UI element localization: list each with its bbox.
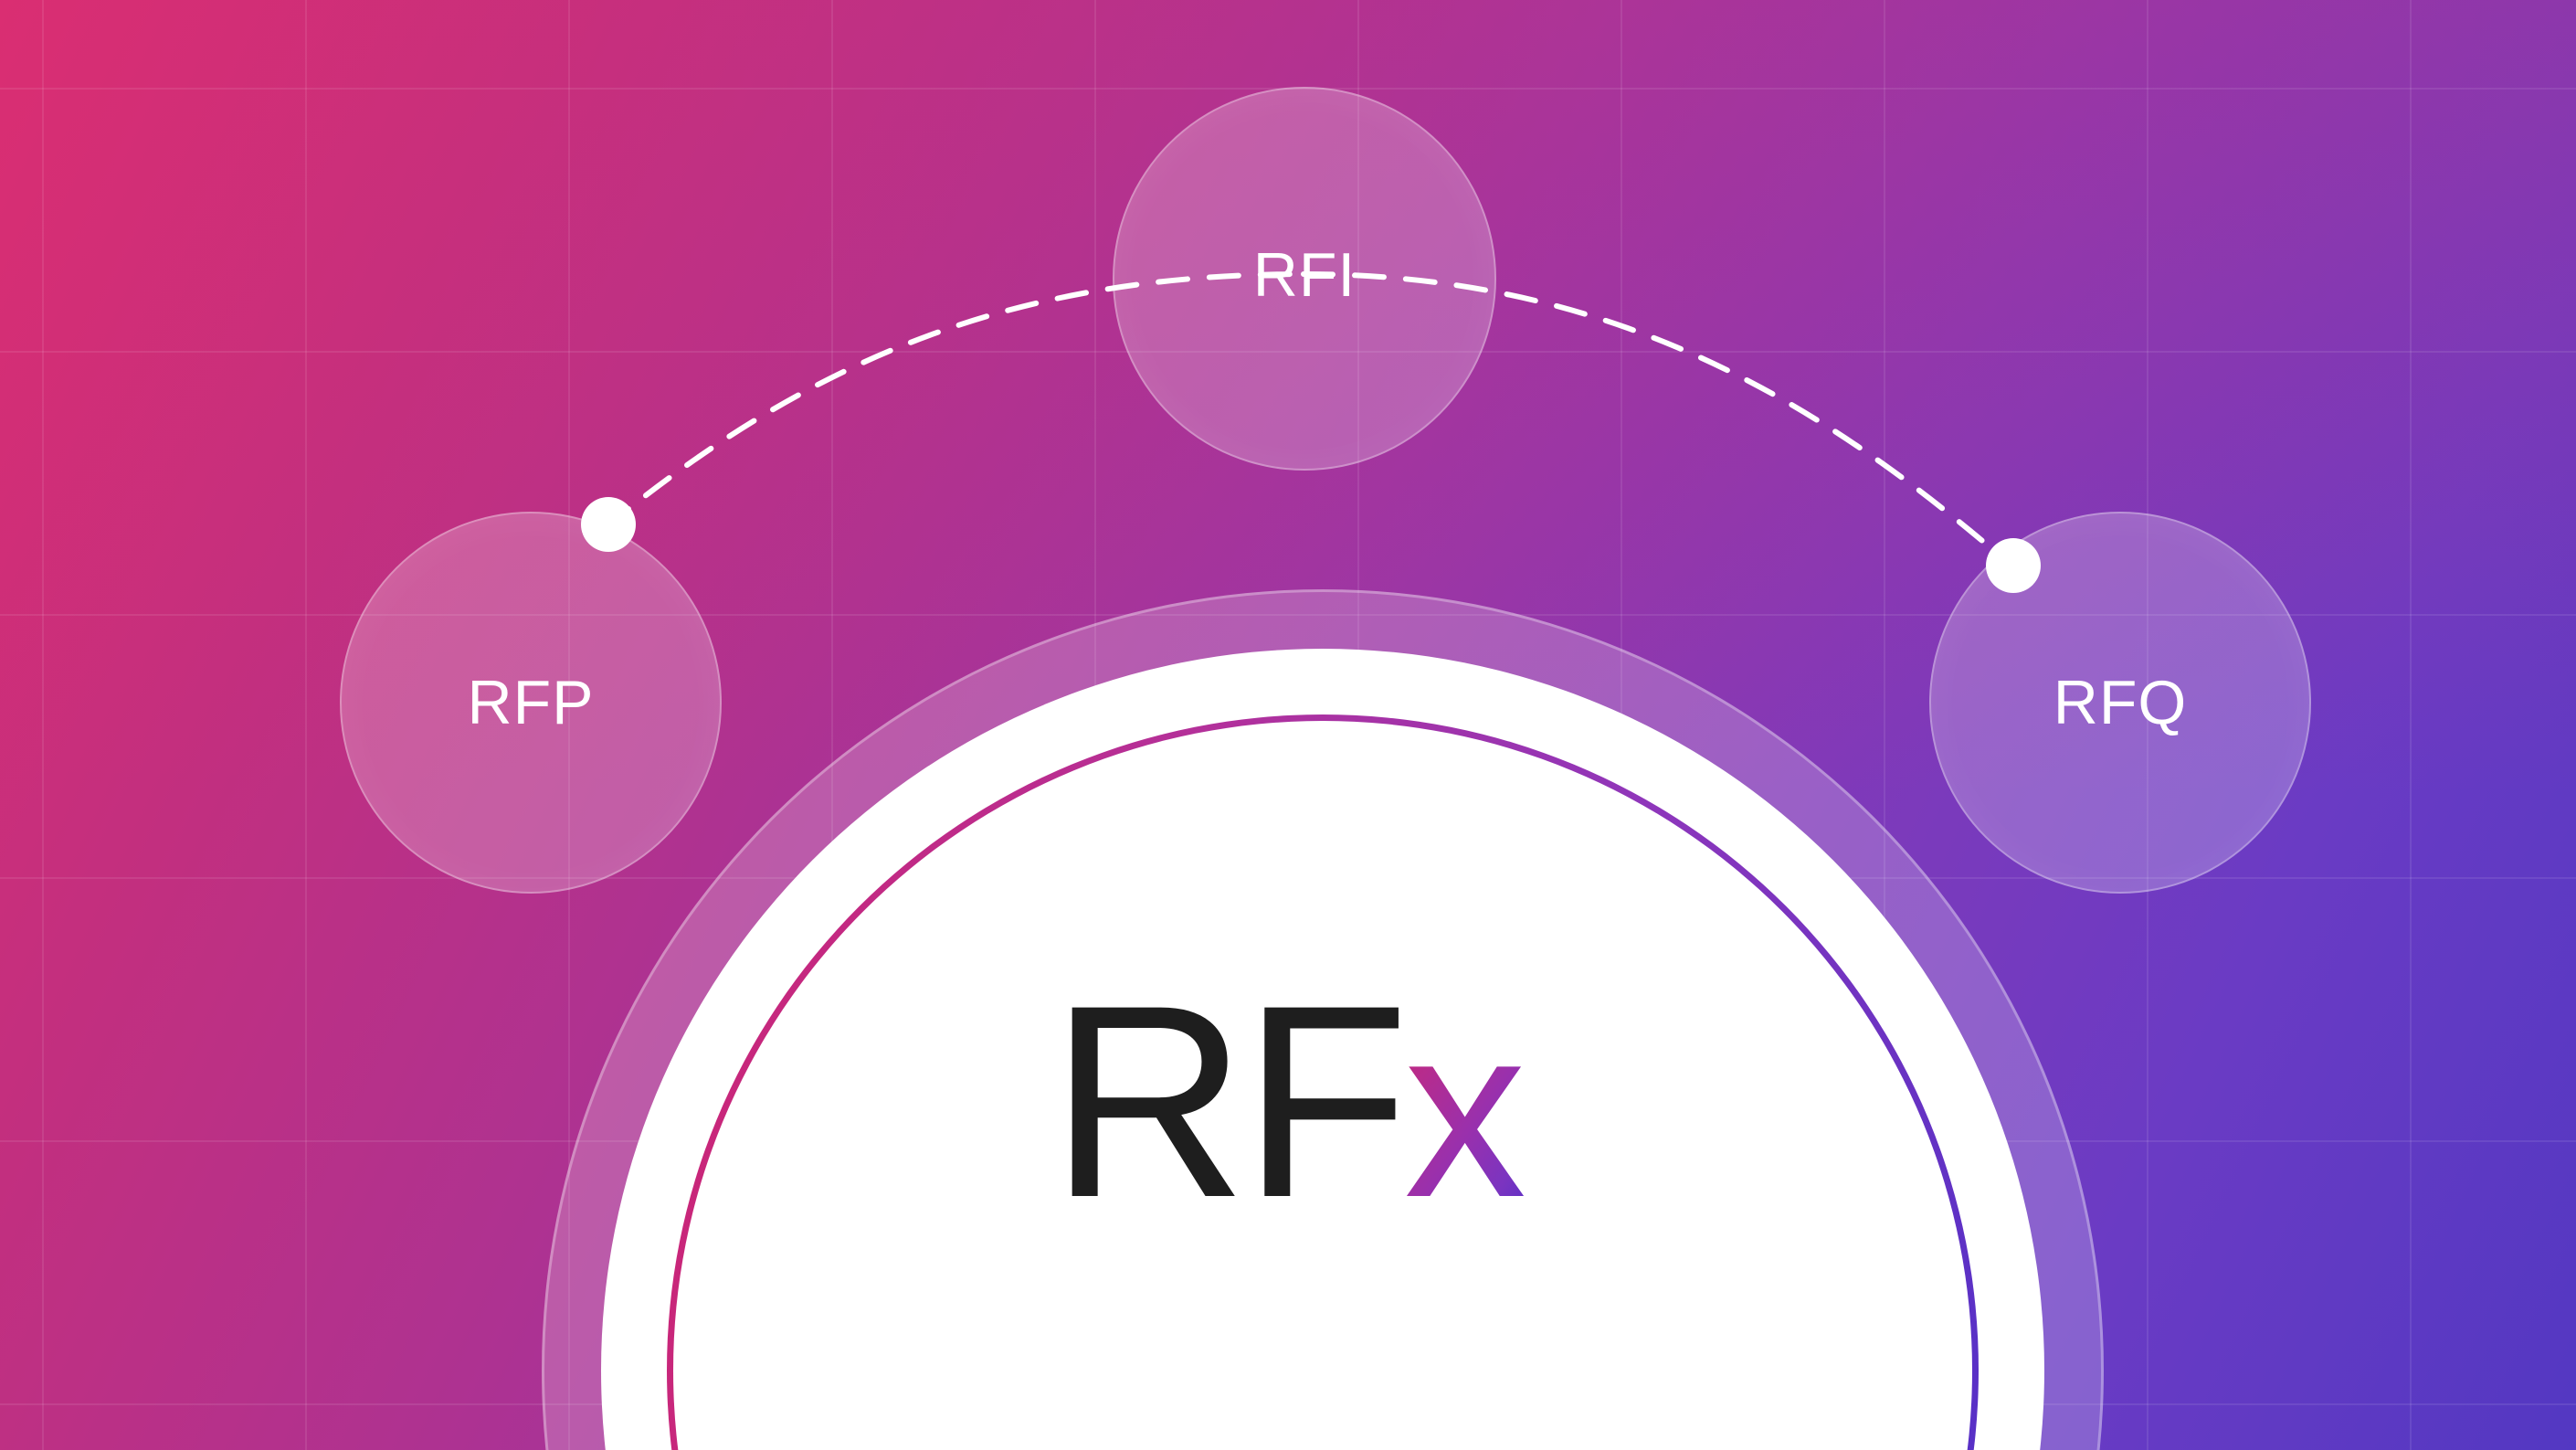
node-label-rfp: RFP	[467, 668, 595, 737]
node-label-rfi: RFI	[1252, 240, 1357, 310]
rfx-wordmark: RFx	[0, 964, 2576, 1238]
connector-dot-rfp	[581, 497, 636, 552]
wordmark-x: x	[1403, 974, 1526, 1248]
wordmark-rf: RF	[1050, 947, 1409, 1254]
node-bubble-rfi[interactable]: RFI	[1113, 87, 1496, 471]
connector-dot-rfq	[1986, 538, 2041, 593]
node-bubble-rfp[interactable]: RFP	[340, 512, 722, 894]
node-label-rfq: RFQ	[2053, 668, 2188, 737]
